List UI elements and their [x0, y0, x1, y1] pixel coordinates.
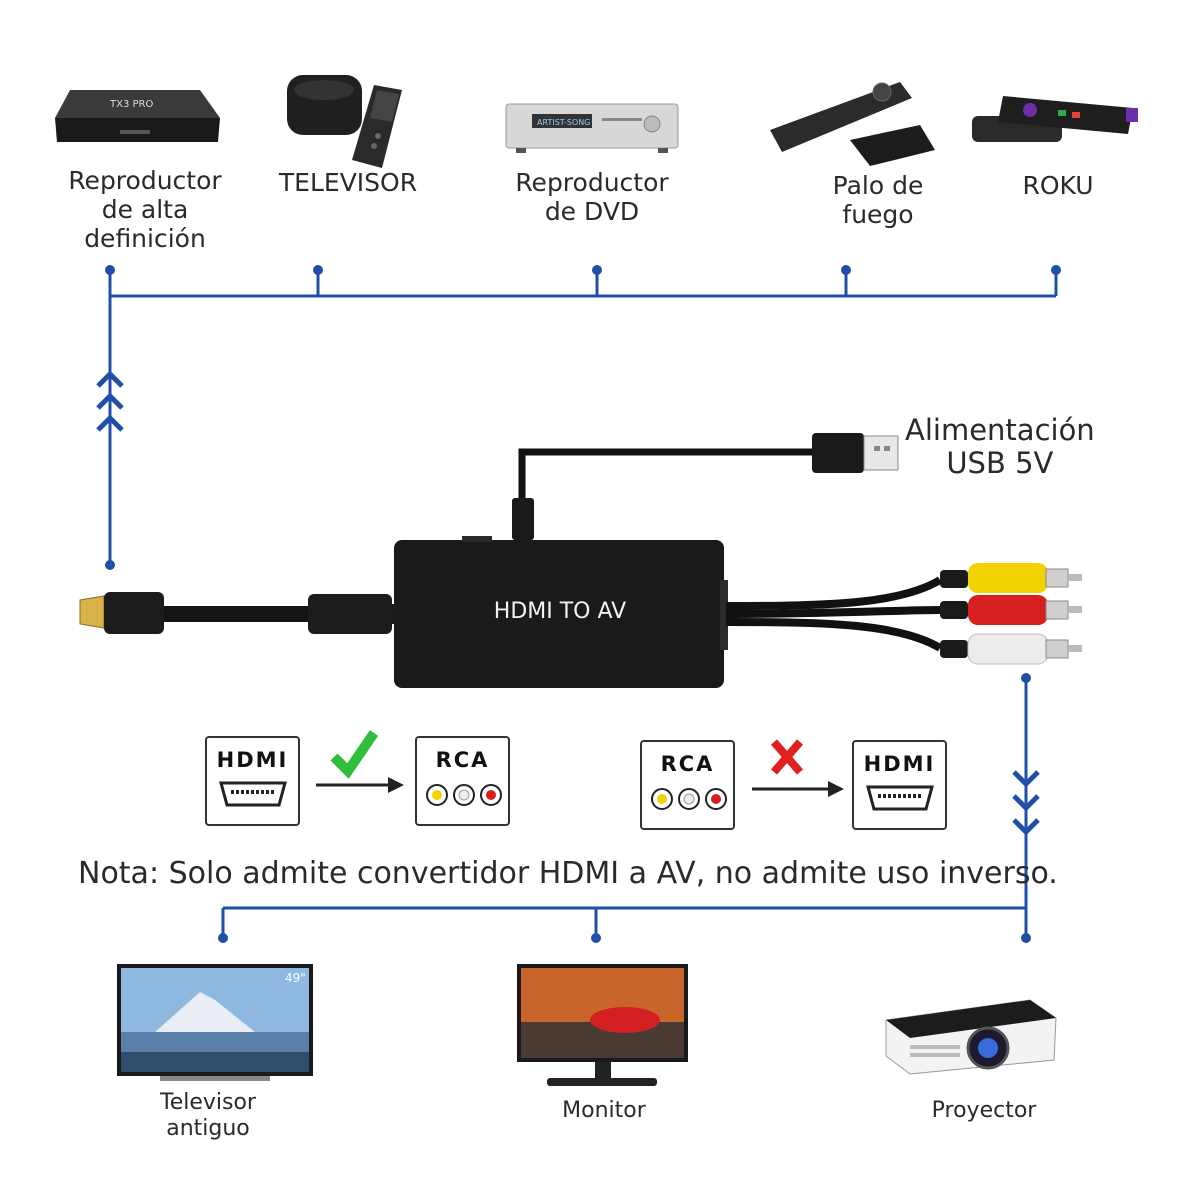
check-icon	[330, 730, 379, 779]
usb-connector-icon	[863, 435, 899, 471]
rca-ports-icon	[651, 788, 727, 810]
roku-image	[972, 96, 1138, 142]
old-tv-image: 49"	[117, 964, 313, 1081]
hd-player-image: TX3 PRO	[55, 90, 220, 142]
compatibility-note: Nota: Solo admite convertidor HDMI a AV,…	[78, 856, 1058, 891]
source-label-roku: ROKU	[1022, 171, 1094, 200]
svg-text:TX3 PRO: TX3 PRO	[109, 99, 153, 110]
fire-stick-image	[770, 82, 935, 166]
output-label-projector: Proyector	[931, 1098, 1037, 1123]
rca-source-box: RCA	[640, 740, 735, 830]
rca-ports-icon	[426, 784, 502, 806]
hdmi-source-box: HDMI	[205, 736, 300, 826]
supported-arrow	[316, 730, 404, 793]
usb-plug	[812, 433, 864, 473]
rca-red-plug	[940, 595, 1082, 625]
down-arrows-icon	[1012, 770, 1040, 836]
hdmi-target-box: HDMI	[852, 740, 947, 830]
svg-text:ARTIST-SONG: ARTIST-SONG	[537, 118, 590, 127]
cross-icon	[770, 739, 804, 775]
converter-box	[394, 540, 724, 688]
projector-image	[885, 999, 1057, 1075]
output-label-monitor: Monitor	[562, 1098, 646, 1123]
source-label-apple-tv: TELEVISOR	[278, 168, 418, 197]
rca-white-plug	[940, 633, 1082, 665]
rca-target-box: RCA	[415, 736, 510, 826]
hdmi-port-icon	[866, 785, 934, 811]
up-arrows-icon	[96, 370, 124, 432]
rca-yellow-plug	[940, 563, 1082, 593]
usb-c-plug	[512, 498, 534, 540]
hdmi-plug-icon	[79, 595, 105, 629]
apple-tv-image	[287, 75, 402, 168]
monitor-image	[517, 964, 688, 1086]
usb-cable	[518, 448, 812, 510]
converter-label: HDMI TO AV	[493, 599, 627, 624]
hdmi-cable	[164, 606, 314, 622]
hdmi-port-icon	[219, 781, 287, 807]
svg-text:49": 49"	[285, 971, 306, 985]
dvd-player-image: ARTIST-SONG	[505, 103, 679, 153]
unsupported-arrow	[752, 739, 844, 797]
